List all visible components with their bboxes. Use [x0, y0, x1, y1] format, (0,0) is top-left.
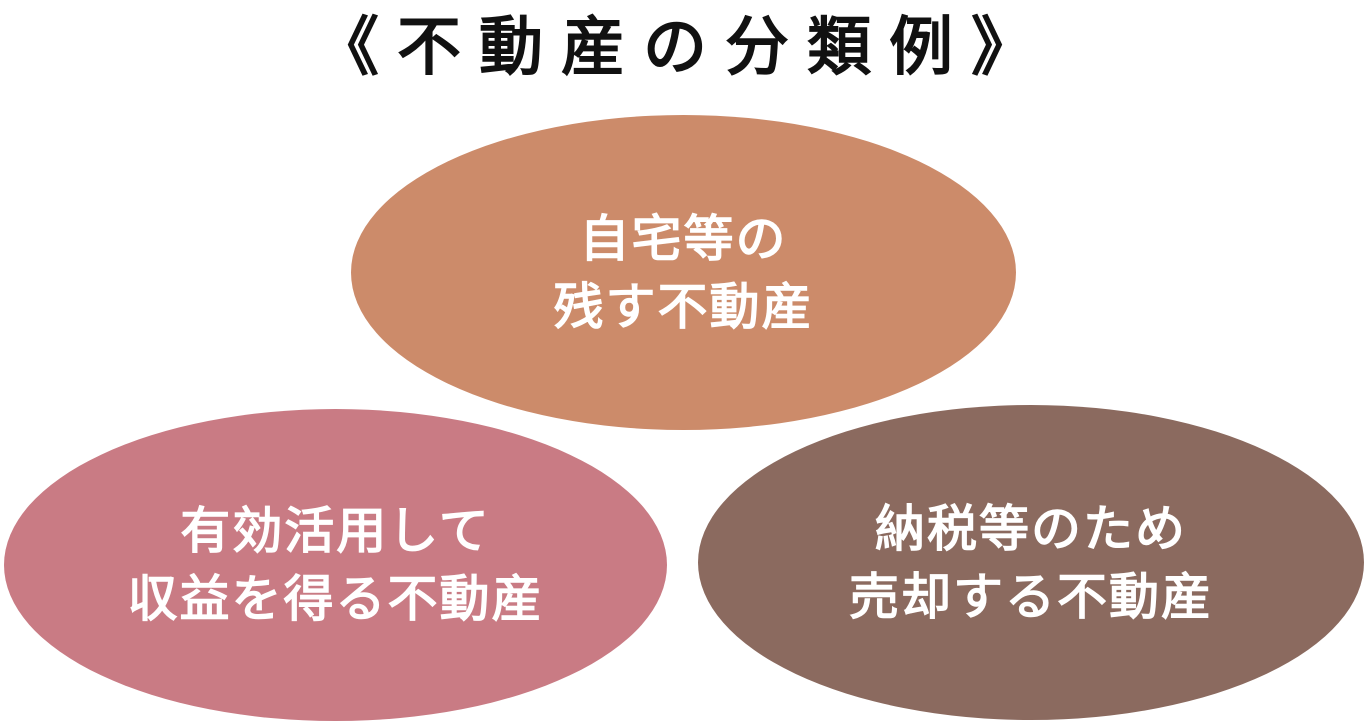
ellipse-income-property-line1: 有効活用して [180, 502, 491, 560]
ellipse-sale-property-line1: 納税等のため [875, 499, 1187, 558]
diagram-title: 《不動産の分類例》 [315, 11, 1053, 85]
ellipse-keep-property-line2: 残す不動産 [553, 277, 814, 336]
ellipse-sale-property: 納税等のため 売却する不動産 [698, 405, 1364, 720]
ellipse-income-property-line2: 収益を得る不動産 [127, 570, 544, 628]
ellipse-sale-property-line2: 売却する不動産 [849, 567, 1213, 626]
ellipse-keep-property-line1: 自宅等の [579, 209, 788, 268]
ellipse-income-property: 有効活用して 収益を得る不動産 [4, 409, 667, 721]
ellipse-keep-property: 自宅等の 残す不動産 [351, 115, 1016, 430]
